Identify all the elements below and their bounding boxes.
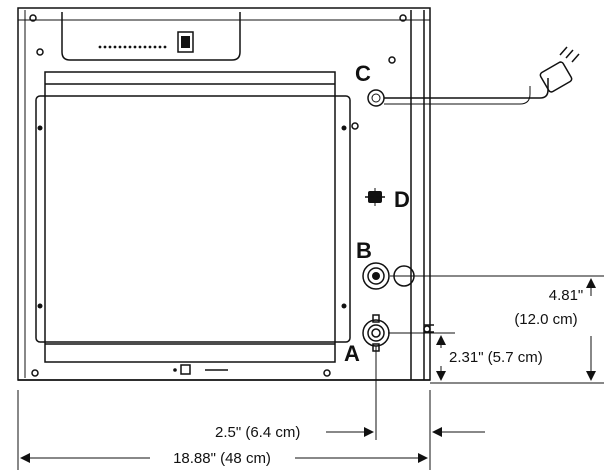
label-b: B bbox=[356, 238, 372, 263]
label-c: C bbox=[355, 61, 371, 86]
door bbox=[44, 71, 336, 363]
dim-offset-a: 2.5" (6.4 cm) bbox=[215, 424, 300, 441]
bottom-hardware bbox=[173, 364, 228, 375]
screw-icon bbox=[36, 48, 44, 56]
power-switch-icon bbox=[177, 31, 194, 53]
label-d: D bbox=[394, 187, 410, 212]
fitting-b-icon bbox=[362, 262, 415, 290]
indicator-dots bbox=[98, 45, 167, 49]
screw-icon bbox=[31, 369, 39, 377]
cabinet bbox=[17, 7, 431, 381]
dim-height-b-line2: (12.0 cm) bbox=[514, 311, 577, 328]
panel-bracket bbox=[35, 95, 351, 343]
screw-icon bbox=[399, 14, 407, 22]
power-cord bbox=[351, 46, 580, 130]
cord-grommet bbox=[367, 89, 385, 107]
plug-icon bbox=[539, 46, 580, 93]
label-a: A bbox=[344, 341, 360, 366]
dim-width-total: 18.88" (48 cm) bbox=[173, 450, 271, 467]
dim-height-a: 2.31" (5.7 cm) bbox=[449, 349, 543, 366]
drain-fitting-icon bbox=[365, 188, 385, 206]
control-panel bbox=[61, 12, 241, 61]
front-panel bbox=[35, 71, 351, 363]
dim-height-b-line1: 4.81" bbox=[549, 287, 584, 304]
screw-icon bbox=[29, 14, 37, 22]
screw-icon bbox=[323, 369, 331, 377]
dimension-lines bbox=[17, 275, 604, 470]
